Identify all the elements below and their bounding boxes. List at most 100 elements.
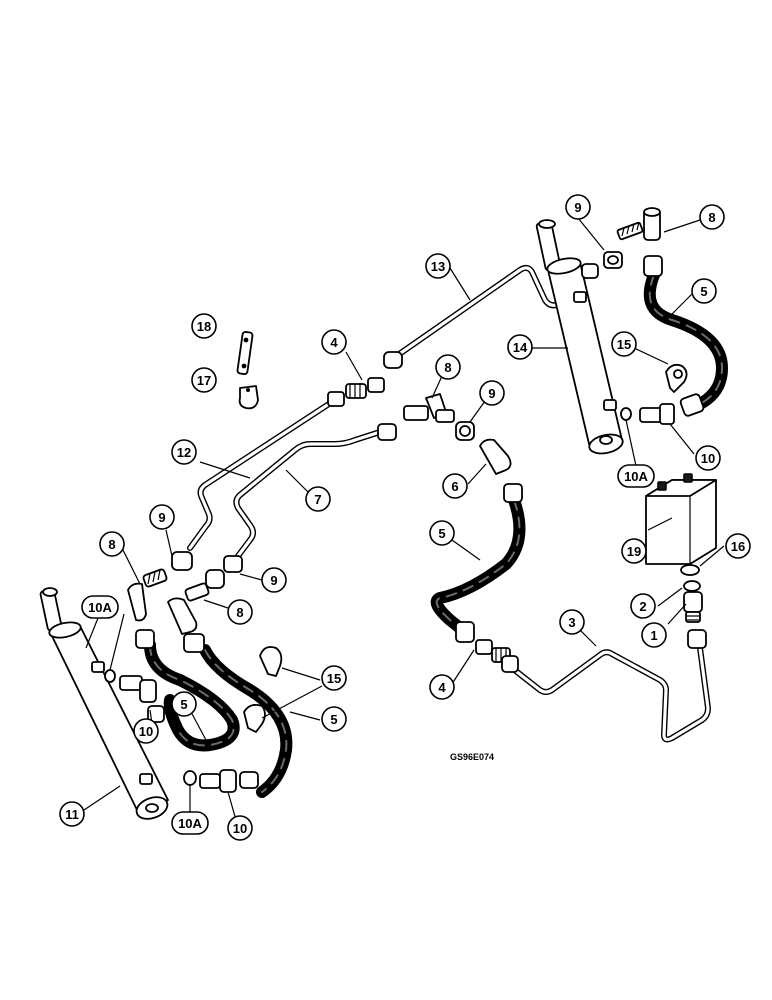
hose-5-left-inner [144, 639, 240, 752]
svg-text:6: 6 [451, 479, 458, 494]
svg-text:15: 15 [327, 671, 341, 686]
figure-code: GS96E074 [450, 752, 494, 762]
hose-end-5-right-top [643, 255, 663, 277]
svg-text:9: 9 [270, 573, 277, 588]
svg-text:5: 5 [438, 526, 445, 541]
fitting-10-right [639, 393, 705, 425]
callout-15-left: 15 [321, 665, 347, 691]
svg-text:5: 5 [330, 712, 337, 727]
svg-text:1: 1 [650, 628, 657, 643]
nut-9-top [603, 251, 623, 269]
fitting-10-left-upper [104, 669, 165, 723]
fitting-8-top [616, 207, 661, 241]
callout-12: 12 [171, 439, 197, 465]
clamp-15-right [665, 363, 688, 393]
svg-text:5: 5 [700, 284, 707, 299]
callout-10-right: 10 [695, 445, 721, 471]
callout-7: 7 [305, 486, 331, 512]
callout-5-left-inner: 5 [171, 691, 197, 717]
svg-text:5: 5 [180, 697, 187, 712]
svg-text:2: 2 [639, 599, 646, 614]
svg-text:4: 4 [438, 680, 446, 695]
callout-10A-left-lower: 10A [171, 811, 209, 835]
svg-text:8: 8 [444, 360, 451, 375]
svg-text:10: 10 [701, 451, 715, 466]
fitting-4-top [327, 351, 403, 407]
callout-10-left-upper: 10 [133, 718, 159, 744]
cylinder-11 [39, 587, 169, 820]
callout-8-left-a: 8 [99, 531, 125, 557]
callout-6: 6 [442, 473, 468, 499]
callout-8-top: 8 [699, 204, 725, 230]
callout-11: 11 [59, 801, 85, 827]
svg-text:10A: 10A [624, 469, 648, 484]
svg-text:8: 8 [108, 537, 115, 552]
svg-text:10A: 10A [178, 816, 202, 831]
fitting-8-center-tee [377, 393, 455, 441]
cap-16 [680, 564, 700, 576]
svg-text:11: 11 [65, 807, 79, 822]
callout-3: 3 [559, 609, 585, 635]
svg-text:3: 3 [568, 615, 575, 630]
hose-end-left-a [135, 629, 155, 649]
tube-3 [509, 645, 711, 743]
callout-10-left-lower: 10 [227, 815, 253, 841]
callout-8-left-b: 8 [227, 599, 253, 625]
callout-10A-right: 10A [617, 464, 655, 488]
svg-text:10: 10 [139, 724, 153, 739]
callout-5-right: 5 [691, 278, 717, 304]
callout-5-left-outer: 5 [321, 706, 347, 732]
callout-4-top: 4 [321, 329, 347, 355]
fitting-10-left-lower [183, 769, 259, 793]
nut-9-left-b [205, 555, 243, 589]
hose-5-left-outer [199, 644, 293, 798]
svg-text:15: 15 [617, 337, 631, 352]
callout-13: 13 [425, 253, 451, 279]
clamp-15-left-a [259, 646, 283, 677]
callout-17: 17 [191, 367, 217, 393]
fitting-8-left-b [167, 582, 210, 635]
hose-end-left-b [183, 633, 205, 653]
cylinder-14 [535, 219, 624, 455]
callout-5-center: 5 [429, 520, 455, 546]
svg-text:10: 10 [233, 821, 247, 836]
callout-8-center: 8 [435, 354, 461, 380]
bracket-18 [236, 330, 254, 376]
adapter-1 [683, 591, 707, 649]
oring-10A-right [620, 407, 632, 421]
callout-10A-left-upper: 10A [81, 595, 119, 619]
svg-text:12: 12 [177, 445, 191, 460]
svg-text:17: 17 [197, 373, 211, 388]
callout-1: 1 [641, 622, 667, 648]
svg-text:8: 8 [236, 605, 243, 620]
reservoir-19 [645, 473, 717, 565]
nut-9-center [455, 421, 475, 441]
callout-16: 16 [725, 533, 751, 559]
svg-text:19: 19 [627, 544, 641, 559]
tube-7 [233, 429, 383, 559]
svg-text:16: 16 [731, 539, 745, 554]
clip-17 [238, 385, 259, 410]
svg-text:4: 4 [330, 335, 338, 350]
svg-text:8: 8 [708, 210, 715, 225]
callout-19: 19 [621, 538, 647, 564]
hose-5-center [430, 494, 526, 638]
callout-14: 14 [507, 334, 533, 360]
nut-9-left-a [171, 551, 193, 571]
fitting-4-lower [455, 621, 519, 673]
svg-text:7: 7 [314, 492, 321, 507]
svg-text:9: 9 [488, 386, 495, 401]
callout-9-top: 9 [565, 194, 591, 220]
tube-12 [187, 397, 338, 551]
elbow-6 [479, 438, 523, 503]
callout-15-right: 15 [611, 331, 637, 357]
fitting-8-left-a [127, 568, 168, 622]
hose-5-right [643, 269, 728, 410]
svg-text:9: 9 [574, 200, 581, 215]
callout-9-center: 9 [479, 380, 505, 406]
svg-text:9: 9 [158, 510, 165, 525]
clamp-15-left-b [243, 703, 266, 733]
callout-9-left-a: 9 [149, 504, 175, 530]
callout-18: 18 [191, 313, 217, 339]
